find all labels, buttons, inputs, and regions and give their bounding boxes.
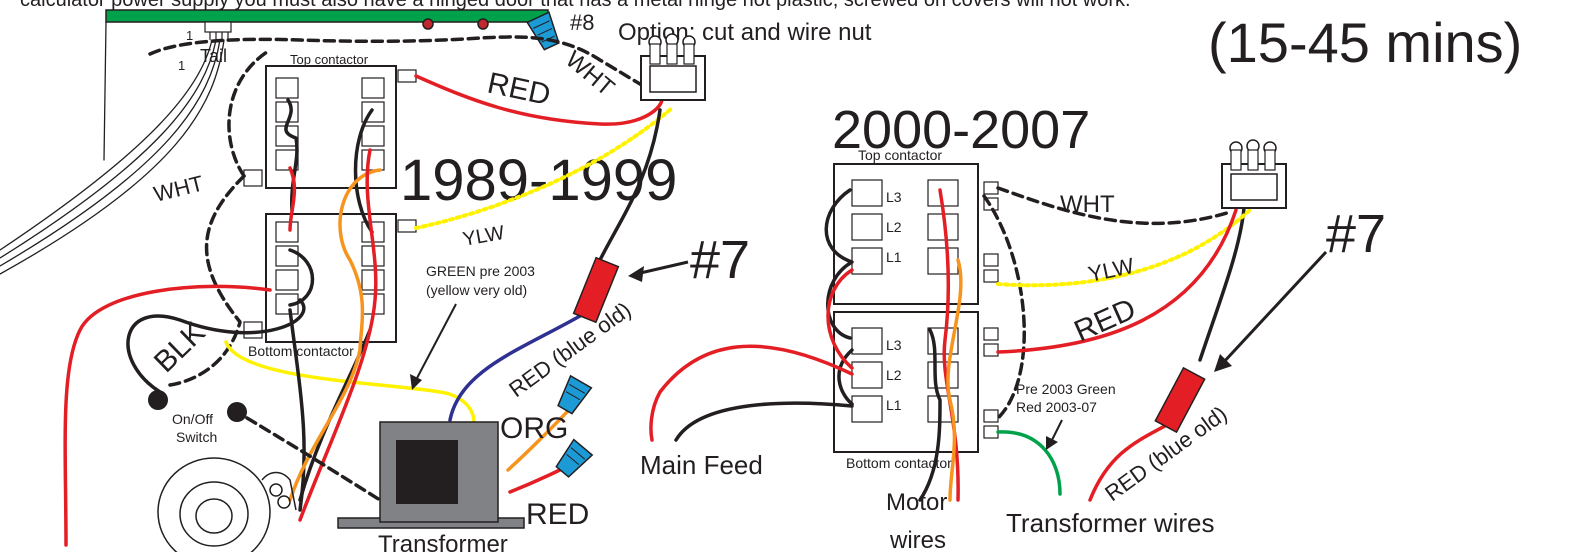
left-white-wire xyxy=(148,35,662,387)
left-green-note-arrowhead xyxy=(410,374,422,390)
left-top-contactor-label: Top contactor xyxy=(290,52,369,67)
motor-wires-line2: wires xyxy=(889,527,946,552)
switch-label-line1: On/Off xyxy=(172,411,213,427)
left-wht-top-label: WHT xyxy=(560,46,619,102)
left-year-label: 1989-1999 xyxy=(400,148,677,213)
right-ylw-label: YLW xyxy=(1086,253,1136,287)
right-bottom-terminal-l3: L3 xyxy=(886,337,902,353)
right-red-label: RED xyxy=(1069,292,1140,348)
left-yellow-wire xyxy=(224,340,476,432)
right-fuse xyxy=(1154,366,1206,434)
transformer-wire-nut-top xyxy=(557,374,593,415)
pre2003-note-line1: Pre 2003 Green xyxy=(1016,381,1116,397)
left-blue-wire xyxy=(448,314,582,422)
switch-label-line2: Switch xyxy=(176,429,217,445)
switch-terminal-right xyxy=(227,402,247,422)
pre2003-note-arrow xyxy=(1051,419,1063,441)
left-green-note-line1: GREEN pre 2003 xyxy=(426,263,535,279)
transformer-wires-label: Transformer wires xyxy=(1006,508,1215,538)
left-wht-left-label: WHT xyxy=(151,170,206,206)
right-orange-wire xyxy=(946,258,963,502)
transformer-label: Transformer xyxy=(378,531,508,552)
left-bottom-contactor xyxy=(243,213,417,343)
right-fuse-arrowhead xyxy=(1214,354,1232,372)
transformer-red-label: RED xyxy=(526,498,589,531)
left-fuse-arrowhead xyxy=(628,266,644,282)
transformer-org-label: ORG xyxy=(500,412,568,445)
circuit-board xyxy=(105,9,549,40)
right-top-contactor-label: Top contactor xyxy=(858,147,942,163)
switch-dashed-wire xyxy=(245,416,382,502)
right-fuse-arrow xyxy=(1220,250,1328,366)
right-bottom-terminal-l2: L2 xyxy=(886,367,902,383)
time-estimate: (15-45 mins) xyxy=(1208,11,1522,74)
left-ylw-label: YLW xyxy=(461,222,506,251)
left-fuse-arrow xyxy=(635,260,689,276)
right-bottom-contactor-label: Bottom contactor xyxy=(846,455,952,471)
right-bottom-terminal-l1: L1 xyxy=(886,397,902,413)
left-green-note-line2: (yellow very old) xyxy=(426,282,527,298)
right-year-label: 2000-2007 xyxy=(832,100,1090,160)
header-instruction-text: calculator power supply you must also ha… xyxy=(20,0,1131,11)
pin-1-label-top: 1 xyxy=(186,28,193,43)
pin-1-label-bottom: 1 xyxy=(178,58,185,73)
left-top-contactor xyxy=(243,65,417,189)
right-green-wire xyxy=(996,430,1062,496)
wire-nut-number: #8 xyxy=(570,10,594,35)
left-fuse xyxy=(572,256,620,324)
left-bottom-contactor-label: Bottom contactor xyxy=(248,343,354,359)
left-connector-plug xyxy=(640,33,706,101)
right-white-dashed-wires xyxy=(982,186,1232,422)
right-wht-label: WHT xyxy=(1060,191,1115,218)
pre2003-note-line2: Red 2003-07 xyxy=(1016,399,1097,415)
right-bottom-contactor xyxy=(833,311,999,453)
pre2003-note-arrowhead xyxy=(1046,436,1058,450)
tail-cable xyxy=(0,21,225,275)
tail-label: Tail xyxy=(200,46,227,66)
right-connector-plug xyxy=(1221,139,1287,209)
right-yellow-dotted-wire xyxy=(996,206,1254,288)
right-top-contactor xyxy=(833,163,999,305)
right-top-terminal-l2: L2 xyxy=(886,219,902,235)
right-top-terminal-l1: L1 xyxy=(886,249,902,265)
left-red-top-wire xyxy=(414,74,664,126)
left-yellow-dotted-wire xyxy=(414,106,674,230)
motor-wires-line1: Motor xyxy=(886,489,947,516)
right-top-terminal-l3: L3 xyxy=(886,189,902,205)
transformer xyxy=(337,421,525,529)
switch-terminal-left xyxy=(148,390,168,410)
transformer-wire-nut-bottom xyxy=(555,438,594,478)
motor-drawing xyxy=(157,457,297,552)
right-black-wires xyxy=(674,188,1246,502)
main-feed-label: Main Feed xyxy=(640,450,763,480)
right-fuse-number: #7 xyxy=(1326,204,1386,264)
left-fuse-number: #7 xyxy=(690,230,750,290)
left-green-note-arrow xyxy=(415,303,457,381)
